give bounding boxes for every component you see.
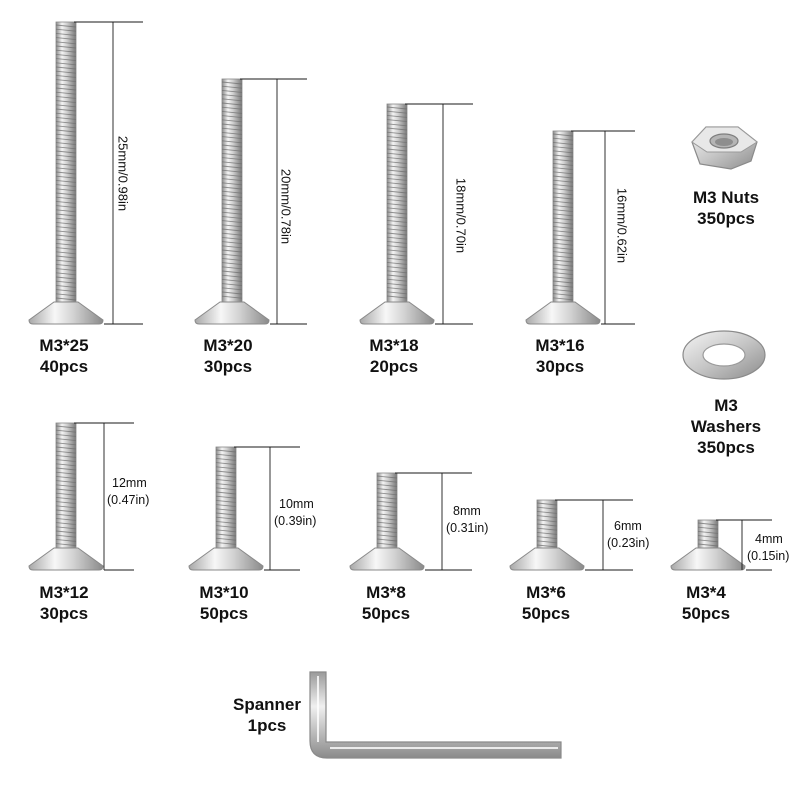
washers-label: M3 Washers 350pcs: [676, 395, 776, 458]
screw-m3-18: [359, 103, 435, 325]
screw-label-m3-6: M3*6 50pcs: [510, 582, 582, 624]
dim-label-8mm: 8mm (0.31in): [446, 503, 488, 537]
screw-size: M3*4: [686, 583, 726, 602]
spanner-qty: 1pcs: [247, 716, 287, 735]
nuts-name: M3 Nuts: [692, 188, 760, 207]
screw-m3-4: [670, 519, 746, 571]
dim-in: (0.15in): [747, 549, 790, 563]
screw-label-m3-8: M3*8 50pcs: [350, 582, 422, 624]
dimension-line: [234, 446, 300, 571]
hex-nut-icon: [691, 126, 758, 170]
screw-qty: 30pcs: [39, 604, 89, 623]
dimension-line: [716, 519, 772, 571]
nuts-qty: 350pcs: [697, 209, 755, 228]
dim-in: (0.23in): [607, 536, 650, 550]
screw-m3-16: [525, 130, 601, 325]
screw-label-m3-4: M3*4 50pcs: [670, 582, 742, 624]
dim-mm: 6mm: [614, 519, 642, 533]
screw-size: M3*8: [366, 583, 406, 602]
screw-qty: 40pcs: [39, 357, 89, 376]
screw-qty: 50pcs: [361, 604, 411, 623]
nuts-label: M3 Nuts 350pcs: [676, 187, 776, 229]
dimension-line: [405, 103, 473, 325]
screw-qty: 30pcs: [535, 357, 585, 376]
dim-label-4mm: 4mm (0.15in): [747, 531, 789, 565]
screw-label-m3-12: M3*12 30pcs: [28, 582, 100, 624]
dimension-line: [74, 21, 143, 325]
dimension-line: [395, 472, 472, 571]
screw-label-m3-16: M3*16 30pcs: [524, 335, 596, 377]
dimension-line: [555, 499, 633, 571]
dim-in: (0.47in): [107, 493, 150, 507]
screw-qty: 20pcs: [369, 357, 419, 376]
screw-m3-10: [188, 446, 264, 571]
screw-label-m3-18: M3*18 20pcs: [358, 335, 430, 377]
dim-label-10mm: 10mm (0.39in): [274, 496, 316, 530]
screw-size: M3*20: [203, 336, 253, 355]
screw-size: M3*10: [199, 583, 249, 602]
screw-m3-12: [28, 422, 104, 571]
dim-mm: 8mm: [453, 504, 481, 518]
washers-qty: 350pcs: [697, 438, 755, 457]
dimension-line: [571, 130, 635, 325]
screw-label-m3-20: M3*20 30pcs: [192, 335, 264, 377]
dim-label-25mm: 25mm/0.98in: [115, 135, 131, 212]
dim-mm: 12mm: [112, 476, 147, 490]
spanner-label: Spanner 1pcs: [222, 694, 312, 736]
screw-m3-20: [194, 78, 270, 325]
dim-in: (0.39in): [274, 514, 317, 528]
screw-size: M3*6: [526, 583, 566, 602]
screw-size: M3*16: [535, 336, 585, 355]
screw-size: M3*12: [39, 583, 89, 602]
dim-label-20mm: 20mm/0.78in: [278, 168, 294, 245]
dim-label-6mm: 6mm (0.23in): [607, 518, 649, 552]
screw-size: M3*18: [369, 336, 419, 355]
washer-icon: [682, 330, 766, 380]
washers-name-2: Washers: [690, 417, 762, 436]
screw-m3-25: [28, 21, 104, 325]
dimension-line: [74, 422, 134, 571]
dim-label-18mm: 18mm/0.70in: [453, 177, 469, 254]
dim-label-16mm: 16mm/0.62in: [614, 187, 630, 264]
screw-m3-8: [349, 472, 425, 571]
screw-qty: 30pcs: [203, 357, 253, 376]
dim-mm: 4mm: [755, 532, 783, 546]
screw-m3-6: [509, 499, 585, 571]
dim-mm: 10mm: [279, 497, 314, 511]
spanner-name: Spanner: [232, 695, 302, 714]
hex-key-icon: [309, 671, 562, 759]
dim-label-12mm: 12mm (0.47in): [107, 475, 149, 509]
dim-in: (0.31in): [446, 521, 489, 535]
dimension-line: [240, 78, 307, 325]
screw-qty: 50pcs: [199, 604, 249, 623]
screw-label-m3-25: M3*25 40pcs: [28, 335, 100, 377]
screw-size: M3*25: [39, 336, 89, 355]
screw-label-m3-10: M3*10 50pcs: [188, 582, 260, 624]
screw-qty: 50pcs: [681, 604, 731, 623]
screw-qty: 50pcs: [521, 604, 571, 623]
washers-name: M3: [714, 396, 738, 415]
